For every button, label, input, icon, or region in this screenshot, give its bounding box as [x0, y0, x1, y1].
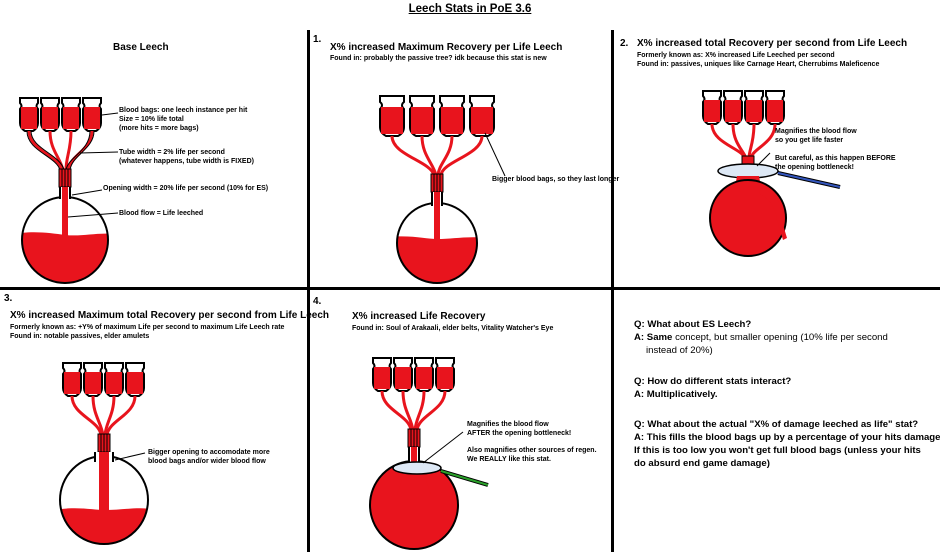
faq-question: Q: How do different stats interact?: [634, 376, 792, 387]
panel-found-in: Found in: Soul of Arakaali, elder belts,…: [352, 325, 554, 332]
label-careful: But careful, as this happen BEFORE the o…: [775, 155, 896, 171]
faq-answer: A: Same concept, but smaller opening (10…: [634, 332, 888, 343]
label-magnifies: Magnifies the blood flow so you get life…: [775, 128, 857, 144]
page-title: Leech Stats in PoE 3.6: [408, 3, 532, 15]
faq-es-leech: Q: What about ES Leech? A: Same concept,…: [634, 318, 888, 357]
label-blood-flow: Blood flow = Life leeched: [119, 210, 204, 217]
panel-title: X% increased total Recovery per second f…: [637, 38, 908, 49]
panel-found-in: Found in: notable passives, elder amulet…: [10, 333, 150, 340]
panel-title: X% increased Maximum Recovery per Life L…: [330, 42, 563, 53]
panel-formerly-known: Formerly known as: X% increased Life Lee…: [637, 52, 835, 59]
label-bigger-bags: Bigger blood bags, so they last longer: [492, 176, 620, 183]
panel-title: Base Leech: [113, 42, 169, 53]
panel-title: X% increased Maximum total Recovery per …: [10, 310, 329, 321]
panel-formerly-known: Formerly known as: +Y% of maximum Life p…: [10, 324, 285, 331]
faq-answer: A: Multiplicatively.: [634, 389, 718, 400]
panel-1-diagram: [379, 95, 506, 284]
label-tube-width: Tube width = 2% life per second (whateve…: [119, 149, 254, 165]
panel-number: 1.: [313, 34, 322, 45]
faq-question: Q: What about the actual "X% of damage l…: [634, 419, 919, 430]
grid-divider-horizontal: [0, 287, 940, 290]
panel-number: 3.: [4, 293, 13, 304]
panel-found-in: Found in: passives, uniques like Carnage…: [637, 61, 880, 68]
faq-answer-cont: instead of 20%): [646, 345, 713, 356]
label-other-regen: Also magnifies other sources of regen. W…: [467, 447, 597, 463]
label-opening-width: Opening width = 20% life per second (10%…: [103, 185, 269, 192]
panel-4-diagram: [369, 357, 489, 550]
faq-answer-cont: do absurd end game damage): [634, 458, 770, 469]
base-leech-diagram: [19, 97, 119, 284]
panel-3-diagram: [59, 362, 149, 545]
tubes: [27, 130, 94, 171]
faq-question: Q: What about ES Leech?: [634, 319, 752, 330]
panel-number: 4.: [313, 296, 322, 307]
panel-found-in: Found in: probably the passive tree? idk…: [330, 55, 547, 62]
faq-answer-cont: If this is too low you won't get full bl…: [634, 445, 921, 456]
panel-title: X% increased Life Recovery: [352, 311, 486, 322]
panel-number: 2.: [620, 38, 629, 49]
faq-answer: A: This fills the blood bags up by a per…: [634, 432, 940, 443]
label-bigger-opening: Bigger opening to accomodate more blood …: [148, 449, 270, 465]
grid-divider-right: [611, 30, 614, 552]
label-blood-bags: Blood bags: one leech instance per hit S…: [119, 107, 248, 132]
faq-stat-interaction: Q: How do different stats interact? A: M…: [634, 375, 791, 401]
faq-damage-leech: Q: What about the actual "X% of damage l…: [634, 418, 940, 470]
label-magnifies-after: Magnifies the blood flow AFTER the openi…: [467, 421, 572, 437]
panel-2-diagram: [702, 90, 841, 257]
blood-bags: [19, 97, 102, 132]
grid-divider-left: [307, 30, 310, 552]
